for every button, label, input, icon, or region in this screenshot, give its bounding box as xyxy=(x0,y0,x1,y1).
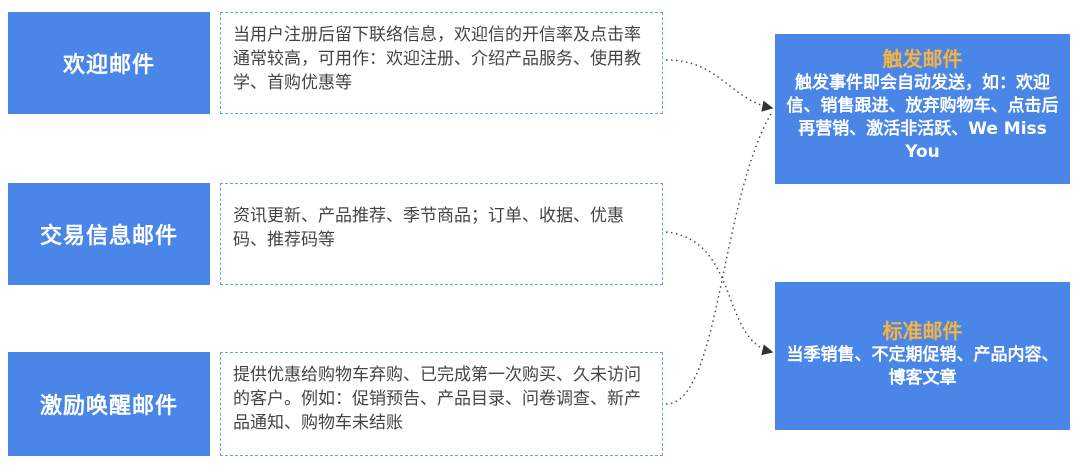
category-label: 激励唤醒邮件 xyxy=(39,394,178,419)
outcome-text: 触发事件即会自动发送，如：欢迎信、销售跟进、放弃购物车、点击后再营销、激活非活跃… xyxy=(786,73,1059,162)
description-text: 提供优惠给购物车弃购、已完成第一次购买、久未访问的客户。例如：促销预告、产品目录… xyxy=(233,365,641,433)
description-transactional: 资讯更新、产品推荐、季节商品；订单、收据、优惠码、推荐码等 xyxy=(220,183,663,285)
connector-welcome-to-triggered xyxy=(665,59,774,112)
description-text: 资讯更新、产品推荐、季节商品；订单、收据、优惠码、推荐码等 xyxy=(233,206,624,250)
connector-reactivation-to-triggered xyxy=(665,111,773,405)
category-reactivation-email: 激励唤醒邮件 xyxy=(8,352,210,456)
description-text: 当用户注册后留下联络信息，欢迎信的开信率及点击率通常较高，可用作：欢迎注册、介绍… xyxy=(233,25,641,93)
category-label: 交易信息邮件 xyxy=(39,224,178,249)
description-reactivation: 提供优惠给购物车弃购、已完成第一次购买、久未访问的客户。例如：促销预告、产品目录… xyxy=(220,352,663,456)
outcome-triggered-email: 触发邮件 触发事件即会自动发送，如：欢迎信、销售跟进、放弃购物车、点击后再营销、… xyxy=(775,34,1070,184)
outcome-title: 标准邮件 xyxy=(882,319,963,343)
connector-transactional-to-standard xyxy=(665,231,774,356)
outcome-standard-email: 标准邮件 当季销售、不定期促销、产品内容、博客文章 xyxy=(775,282,1070,430)
category-welcome-email: 欢迎邮件 xyxy=(8,12,210,114)
category-label: 欢迎邮件 xyxy=(62,53,155,78)
category-transactional-email: 交易信息邮件 xyxy=(8,183,210,285)
outcome-title: 触发邮件 xyxy=(882,47,963,71)
description-welcome: 当用户注册后留下联络信息，欢迎信的开信率及点击率通常较高，可用作：欢迎注册、介绍… xyxy=(220,12,663,114)
outcome-text: 当季销售、不定期促销、产品内容、博客文章 xyxy=(786,345,1059,388)
